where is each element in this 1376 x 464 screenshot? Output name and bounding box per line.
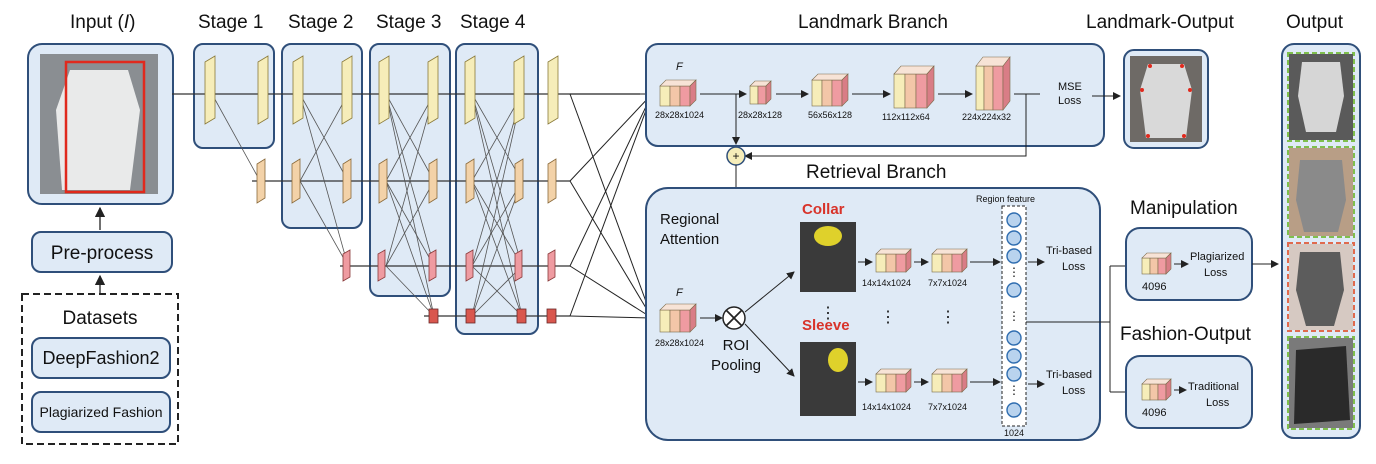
pre-process-label: Pre-process: [51, 243, 153, 264]
tri-loss-bottom-line1: Tri-based: [1046, 369, 1092, 381]
output-frame-red: [1287, 242, 1355, 332]
fashion-output-dim-4096: 4096: [1142, 407, 1166, 419]
stage2-title: Stage 2: [288, 12, 354, 33]
column-vdots-3: ⋮: [1008, 383, 1020, 397]
plagiarized-fashion-label: Plagiarized Fashion: [40, 404, 163, 420]
regional-attention-line1: Regional: [660, 211, 719, 228]
landmark-block-56x56x128: [811, 73, 849, 107]
plagiarized-loss-line2: Loss: [1204, 267, 1228, 279]
landmark-block-112x112x64: [893, 65, 935, 109]
plus-symbol: +: [732, 149, 739, 163]
vdots-left: ⋮: [820, 305, 836, 322]
landmark-branch-panel: [645, 43, 1105, 147]
retrieval-feature-block: [659, 303, 697, 333]
mse-loss-line1: MSE: [1058, 81, 1082, 93]
landmark-dim-112x112x64: 112x112x64: [882, 112, 930, 122]
retrieval-branch-title: Retrieval Branch: [806, 162, 946, 183]
column-vdots-2: ⋮: [1008, 309, 1020, 323]
landmark-block-28x28x128: [749, 80, 772, 105]
fusion-lines: [569, 93, 653, 319]
landmark-feature-block: [659, 79, 697, 107]
column-vdots-1: ⋮: [1008, 265, 1020, 279]
landmark-dim-56x56x128: 56x56x128: [808, 110, 852, 120]
plagiarized-loss-line1: Plagiarized: [1190, 251, 1244, 263]
collar-dim-7x7x1024: 7x7x1024: [928, 278, 967, 288]
region-dim-1024: 1024: [1004, 428, 1024, 438]
traditional-loss-line2: Loss: [1206, 397, 1230, 409]
landmark-branch-title: Landmark Branch: [798, 12, 948, 33]
region-feature-label: Region feature: [976, 194, 1035, 204]
input-dress-shape: [56, 70, 140, 190]
traditional-loss-line1: Traditional: [1188, 381, 1239, 393]
manipulation-title: Manipulation: [1130, 198, 1238, 219]
stage3-title: Stage 3: [376, 12, 442, 33]
deepfashion2-label: DeepFashion2: [42, 348, 159, 368]
sleeve-dim-14x14x1024: 14x14x1024: [862, 402, 911, 412]
datasets-label: Datasets: [63, 308, 138, 329]
roi-label: ROI: [723, 337, 750, 354]
collar-dim-14x14x1024: 14x14x1024: [862, 278, 911, 288]
sleeve-block-14x14x1024: [875, 368, 912, 393]
regional-attention-line2: Attention: [660, 231, 719, 248]
stage1-title: Stage 1: [198, 12, 264, 33]
plagiarized-fashion-box: [31, 391, 171, 433]
exchange-connections: [211, 93, 523, 317]
collar-block-7x7x1024: [931, 248, 968, 273]
sleeve-block-7x7x1024: [931, 368, 968, 393]
sleeve-dim-7x7x1024: 7x7x1024: [928, 402, 967, 412]
stage4-title: Stage 4: [460, 12, 526, 33]
collar-label: Collar: [802, 201, 845, 218]
retrieval-dim-28x28x1024: 28x28x1024: [655, 338, 704, 348]
landmark-dim-28x28x128: 28x28x128: [738, 110, 782, 120]
mse-loss-line2: Loss: [1058, 95, 1082, 107]
region-feature-circles: [1006, 212, 1022, 418]
retrieval-branch-panel: [645, 187, 1101, 441]
tri-loss-bottom-line2: Loss: [1062, 385, 1086, 397]
sleeve-attention-image: [800, 342, 856, 416]
output-frame-green-2: [1287, 146, 1355, 238]
output-title: Output: [1286, 12, 1344, 33]
input-title: Input (I): [70, 12, 135, 33]
landmark-f-label: F: [676, 61, 684, 73]
output-frame-green-1: [1287, 52, 1355, 142]
output-frame-green-3: [1287, 336, 1355, 430]
landmark-dim-224x224x32: 224x224x32: [962, 112, 1011, 122]
pooling-label: Pooling: [711, 357, 761, 374]
manipulation-dim-4096: 4096: [1142, 281, 1166, 293]
landmark-dim-28x28x1024: 28x28x1024: [655, 110, 704, 120]
vdots-mid1: ⋮: [880, 309, 896, 326]
vdots-mid2: ⋮: [940, 309, 956, 326]
input-crop-box: [64, 60, 146, 194]
manipulation-block: [1141, 252, 1172, 275]
retrieval-f-label: F: [676, 287, 684, 299]
fashion-output-panel: [1125, 355, 1253, 429]
tri-loss-top-line1: Tri-based: [1046, 245, 1092, 257]
landmark-dots: [1140, 64, 1192, 138]
fashion-output-title: Fashion-Output: [1120, 324, 1252, 345]
stage-nodes: [204, 55, 559, 324]
sleeve-label: Sleeve: [802, 317, 850, 334]
deepfashion2-box: [31, 337, 171, 379]
fashion-output-block: [1141, 378, 1172, 401]
landmark-block-224x224x32: [975, 56, 1011, 111]
tri-loss-top-line2: Loss: [1062, 261, 1086, 273]
landmark-output-title: Landmark-Output: [1086, 12, 1235, 33]
collar-block-14x14x1024: [875, 248, 912, 273]
pre-process-box: [31, 231, 173, 273]
